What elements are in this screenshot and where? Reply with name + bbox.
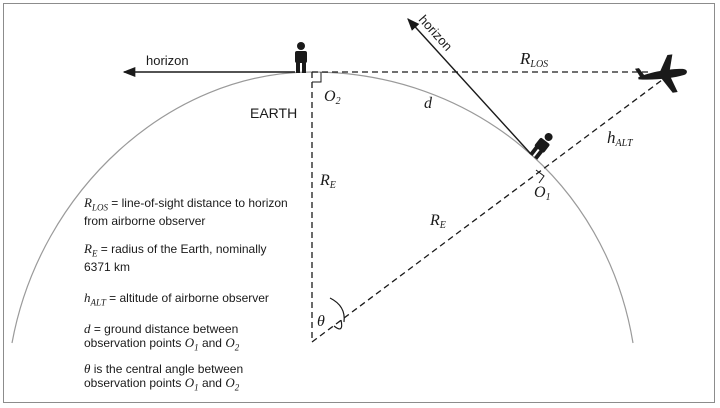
tilted-observer-icon [529, 132, 553, 160]
re-diagonal-label: RE [429, 212, 446, 231]
o2-label: O2 [324, 88, 341, 107]
o1-label: O1 [534, 184, 551, 203]
figure-frame [3, 3, 715, 403]
theta-arc [333, 319, 343, 330]
legend-h-alt: hALT = altitude of airborne observer [84, 290, 269, 308]
legend-theta: θ is the central angle between observati… [84, 361, 244, 393]
re-vertical-label: RE [319, 172, 336, 191]
earth-label: EARTH [250, 105, 297, 121]
horizon-left-label: horizon [146, 53, 189, 68]
horizon-arrow-tilted [407, 18, 531, 154]
theta-label: θ [317, 313, 325, 330]
theta-arc-outer [329, 297, 345, 323]
legend-d: d = ground distance between observation … [84, 321, 240, 353]
ground-observer-icon [295, 42, 307, 73]
r-los-label: RLOS [519, 49, 548, 70]
legend-r-e: RE = radius of the Earth, nominally 6371… [84, 241, 267, 275]
radius-diagonal [311, 79, 663, 343]
legend-r-los: RLOS = line-of-sight distance to horizon… [84, 195, 288, 229]
right-angle-o1 [535, 169, 545, 184]
airplane-icon [635, 54, 687, 93]
right-angle-o2 [312, 72, 322, 83]
h-alt-label: hALT [607, 128, 634, 149]
horizon-tilted-label: horizon [416, 12, 456, 54]
d-label: d [424, 95, 433, 112]
